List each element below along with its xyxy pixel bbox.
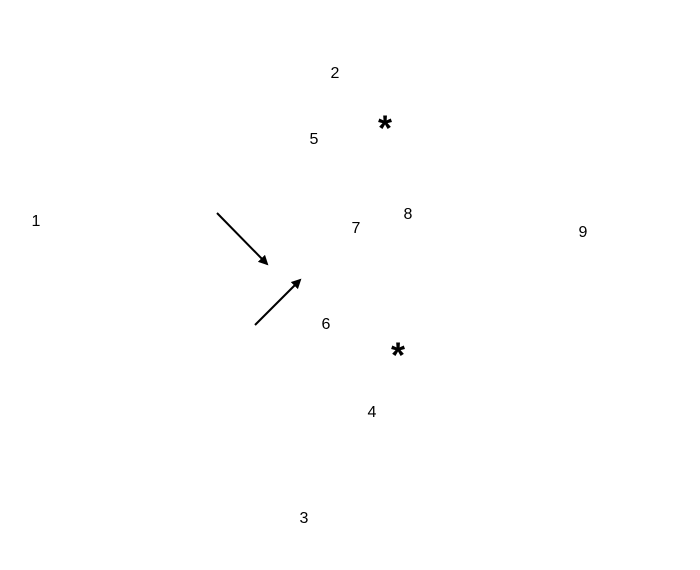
label-4: 4 [367,404,377,421]
label-5: 5 [309,131,319,148]
label-1: 1 [31,213,41,230]
label-8: 8 [403,206,413,223]
label-9: 9 [578,224,588,241]
label-2: 2 [330,65,340,82]
label-7: 7 [351,220,361,237]
star-marker-lower: * [390,334,406,376]
label-3: 3 [299,510,309,527]
star-marker-upper: * [377,107,393,149]
label-6: 6 [321,316,331,333]
arrow-down-right [216,212,269,266]
arrow-up-right [254,278,302,326]
